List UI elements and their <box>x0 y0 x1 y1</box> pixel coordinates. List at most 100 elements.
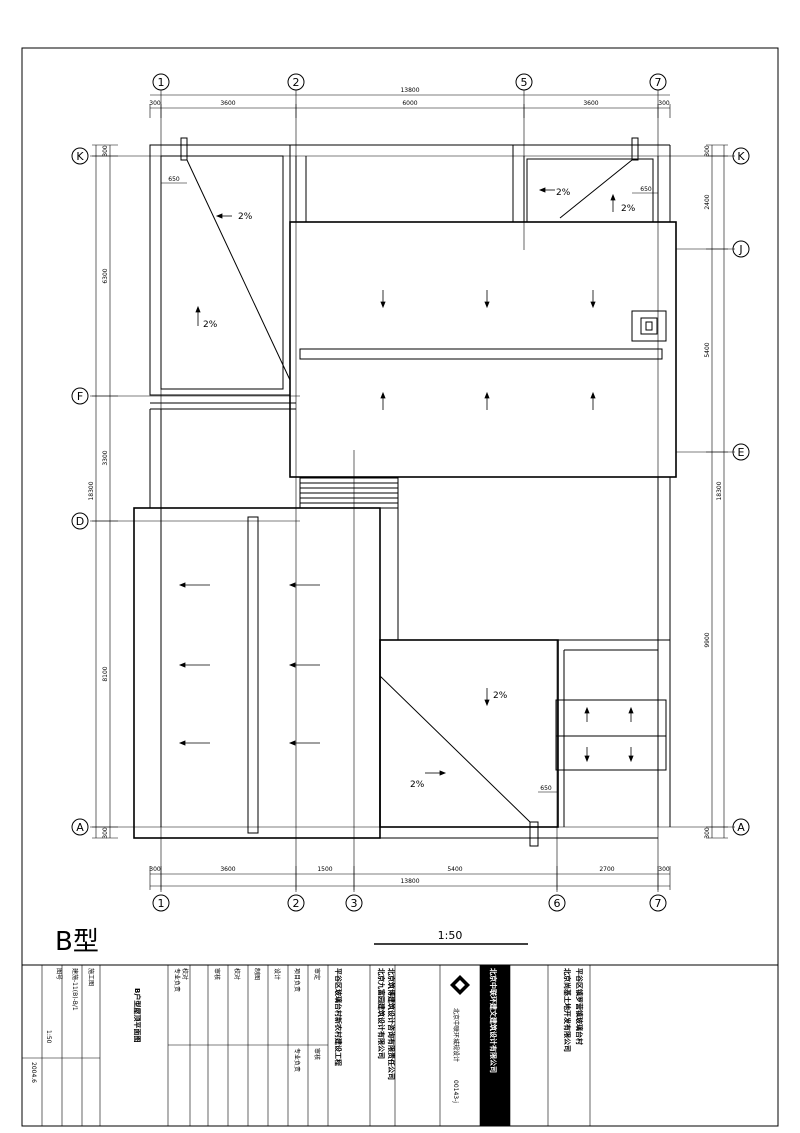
svg-text:3: 3 <box>351 897 358 910</box>
offset-dims <box>161 182 658 793</box>
client-name: 北京尚基土地开发有限公司 <box>563 968 572 1052</box>
svg-text:1: 1 <box>158 76 165 89</box>
row-bubble-left-F: F <box>71 387 89 405</box>
dim-offset-1: 650 <box>640 186 652 193</box>
slope-label-4: 2% <box>493 691 508 701</box>
dim-bottom-total: 13800 <box>400 878 419 885</box>
svg-text:A: A <box>737 821 745 834</box>
col-bubble-top-7: 7 <box>649 73 667 91</box>
title-block-texts: 北京尚基土地开发有限公司 平谷区镇罗营镇玻璃台村 北京中联环建文建筑设计有限公司… <box>30 968 584 1103</box>
dim-right-total: 18300 <box>716 481 723 500</box>
svg-text:E: E <box>738 446 745 459</box>
svg-text:A: A <box>76 821 84 834</box>
type-label: B型 <box>55 927 99 957</box>
row-bubble-left-K: K <box>71 147 89 165</box>
project-village: 平谷区镇罗营镇玻璃台村 <box>575 968 584 1045</box>
row-bubble-right-J: J <box>732 240 750 258</box>
scale-value: 1:50 <box>45 1030 52 1044</box>
project-name: 平谷区玻璃台村新农村建设工程 <box>334 968 343 1066</box>
svg-text:7: 7 <box>655 76 662 89</box>
slope-labels: 2% 2% 2% 2% 2% 2% <box>203 188 636 790</box>
dim-left-2: 3300 <box>102 450 109 465</box>
col-bubble-top-2: 2 <box>287 73 305 91</box>
col-bubble-bottom-2: 2 <box>287 894 305 912</box>
svg-text:F: F <box>77 390 83 403</box>
dim-bottom-5: 300 <box>658 866 670 873</box>
svg-text:D: D <box>76 515 84 528</box>
dim-right-2: 5400 <box>704 342 711 357</box>
dim-top-total: 13800 <box>400 87 419 94</box>
role-3-1: 校对 <box>181 968 189 980</box>
svg-text:5: 5 <box>521 76 528 89</box>
role-2-1: 制图 <box>253 968 261 980</box>
dimension-lines <box>92 94 728 890</box>
svg-text:2: 2 <box>293 76 300 89</box>
col-bubble-bottom-6: 6 <box>548 894 566 912</box>
drawing-no: 建施-11(B)-B/1 <box>71 968 79 1011</box>
svg-text:2: 2 <box>293 897 300 910</box>
slope-lines <box>186 159 633 823</box>
dim-left-4: 300 <box>102 827 109 839</box>
col-bubble-bottom-7: 7 <box>649 894 667 912</box>
dim-right-3: 9900 <box>704 632 711 647</box>
row-bubble-left-D: D <box>71 512 89 530</box>
dim-right-4: 300 <box>704 827 711 839</box>
svg-text:J: J <box>738 243 742 256</box>
scale-label: 1:50 <box>438 929 463 942</box>
role-1-2: 项目负责 <box>293 968 301 992</box>
row-bubble-left-A: A <box>71 818 89 836</box>
dim-left-1: 6300 <box>102 268 109 283</box>
partner-2: 北京筑博建筑设计咨询有限责任公司 <box>387 968 396 1080</box>
row-bubble-right-E: E <box>732 443 750 461</box>
dim-bottom-1: 3600 <box>220 866 235 873</box>
dim-top-2: 6000 <box>402 100 417 107</box>
designer-banner <box>480 965 510 1126</box>
svg-text:K: K <box>76 150 84 163</box>
dimension-texts: 300 3600 6000 3600 300 13800 300 3600 15… <box>88 87 723 885</box>
role-2-2: 校对 <box>233 968 241 980</box>
role-1-1: 审核 <box>313 1048 321 1060</box>
role-2-0: 设计 <box>273 968 281 980</box>
col-bubble-bottom-3: 3 <box>345 894 363 912</box>
slope-label-1: 2% <box>203 320 218 330</box>
sheet-border <box>21 47 779 1127</box>
row-bubble-right-K: K <box>732 147 750 165</box>
dim-left-total: 18300 <box>88 481 95 500</box>
axis-lines <box>90 90 735 892</box>
role-3-0: 专业负责 <box>173 968 181 992</box>
svg-text:6: 6 <box>554 897 561 910</box>
role-2-3: 审核 <box>213 968 221 980</box>
col-bubble-bottom-1: 1 <box>152 894 170 912</box>
dim-top-1: 3600 <box>220 100 235 107</box>
drawing-title: B户型屋顶平面图 <box>133 988 142 1042</box>
row-bubble-right-A: A <box>732 818 750 836</box>
designer-logo <box>450 975 470 995</box>
svg-text:K: K <box>737 150 745 163</box>
sheet-label: 图号 <box>55 968 62 980</box>
svg-text:1: 1 <box>158 897 165 910</box>
dim-bottom-4: 2700 <box>599 866 614 873</box>
col-bubble-top-5: 5 <box>515 73 533 91</box>
slope-label-2: 2% <box>556 188 571 198</box>
axis-bubbles: 1 2 5 7 1 2 3 6 7 K F D A K J E A <box>71 73 750 912</box>
dim-bottom-3: 5400 <box>447 866 462 873</box>
dim-right-1: 2400 <box>704 194 711 209</box>
drainage-arrows <box>178 187 634 776</box>
slope-label-5: 2% <box>410 780 425 790</box>
slope-label-0: 2% <box>238 212 253 222</box>
stage: 施工图 <box>87 968 95 986</box>
dim-right-0: 300 <box>704 145 711 157</box>
role-1-0: 审定 <box>313 968 321 980</box>
date: 2004.6 <box>30 1062 37 1083</box>
svg-text:7: 7 <box>655 897 662 910</box>
role-1-3: 专业负责 <box>293 1048 301 1072</box>
dim-top-3: 3600 <box>583 100 598 107</box>
dim-left-3: 8100 <box>102 666 109 681</box>
design-short: 北京中联环城规设计 <box>452 1008 460 1062</box>
building-outline <box>133 137 677 847</box>
dim-left-0: 300 <box>102 145 109 157</box>
col-bubble-top-1: 1 <box>152 73 170 91</box>
cert-no: 00143-j <box>452 1080 459 1103</box>
dim-offset-0: 650 <box>168 176 180 183</box>
